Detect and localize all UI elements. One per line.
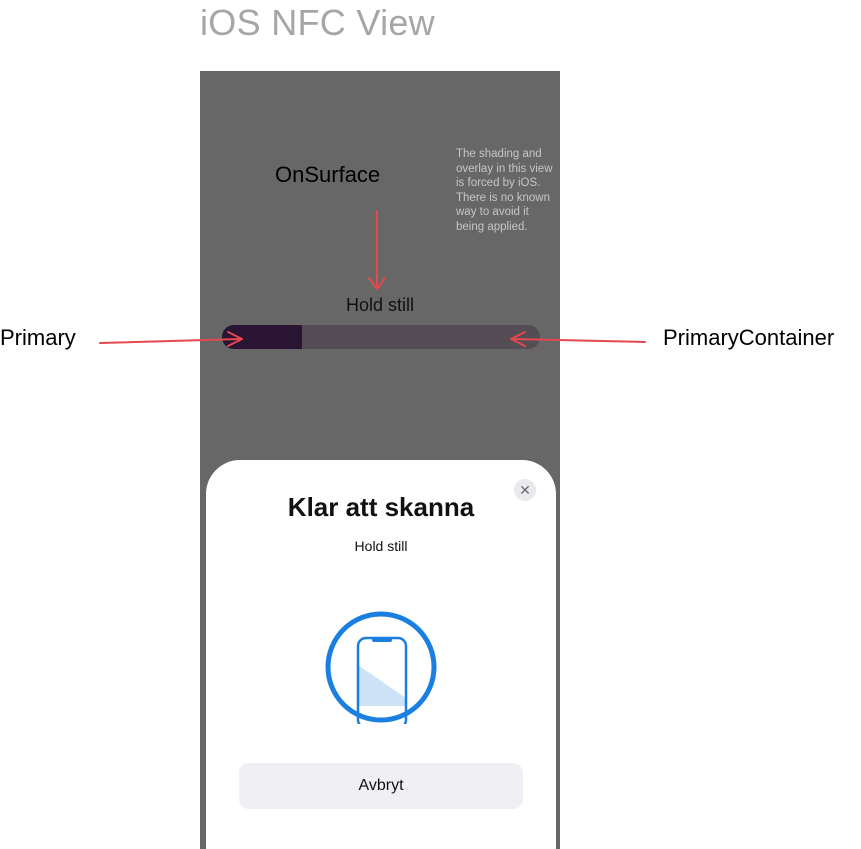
phone-screen: The shading and overlay in this view is … (200, 71, 560, 849)
close-button[interactable]: ✕ (514, 479, 536, 501)
primary-label: Primary (0, 325, 76, 350)
close-icon: ✕ (519, 481, 531, 498)
progress-label: Hold still (345, 295, 415, 315)
sheet-subtitle: Hold still (354, 538, 408, 554)
phone-scan-icon (325, 611, 437, 724)
cancel-button[interactable]: Avbryt (239, 763, 523, 809)
nfc-scan-sheet: ✕ Klar att skanna Hold still Avbryt (206, 460, 556, 849)
overlay-note: The shading and overlay in this view is … (456, 148, 553, 233)
primary-container-label: PrimaryContainer (663, 325, 835, 350)
progress-track (222, 325, 540, 349)
on-surface-label: OnSurface (275, 162, 381, 187)
progress-fill (222, 325, 302, 349)
page-title: iOS NFC View (200, 2, 435, 43)
sheet-title: Klar att skanna (287, 492, 475, 522)
